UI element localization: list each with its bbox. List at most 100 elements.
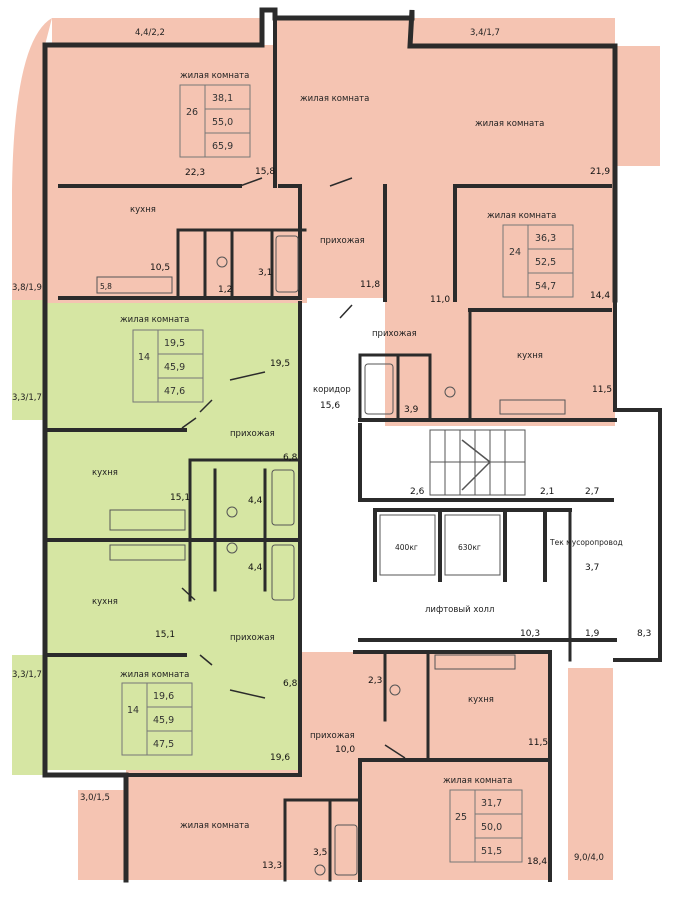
apt26-area-3: 65,9 — [212, 141, 233, 152]
apt14l-hall-area: 6,8 — [283, 679, 298, 689]
apt25-living2-area: 13,3 — [262, 861, 282, 871]
balcony-top-left — [52, 18, 262, 45]
apt24-fill — [385, 46, 615, 426]
apt25-kitchen-area: 11,5 — [528, 738, 548, 748]
apt26-living2-area: 15,8 — [255, 167, 275, 177]
balcony-left-green-upper — [12, 300, 45, 420]
apt24-area-3: 54,7 — [535, 281, 556, 292]
apt25-fill-b — [126, 770, 300, 880]
apt26-hall-label: прихожая — [320, 236, 365, 246]
corridor-area: 15,6 — [320, 401, 340, 411]
corridor-label: коридор — [313, 385, 351, 395]
apt14l-bath-area: 4,4 — [248, 563, 263, 573]
lift2-label: 630кг — [458, 543, 481, 552]
apt14l-kitchen-label: кухня — [92, 597, 118, 607]
balcony-bottom-left-label: 3,0/1,5 — [80, 793, 110, 803]
apt14l-area-2: 45,9 — [153, 715, 174, 726]
apt14u-area-1: 19,5 — [164, 338, 185, 349]
apt26-area-table — [179, 84, 251, 158]
apt26-living1-label: жилая комната — [180, 71, 249, 81]
apt14u-living-area: 19,5 — [270, 359, 290, 369]
balcony-top-right — [412, 18, 615, 46]
apt14-upper-labels: жилая комната 14 19,5 45,9 47,6 19,5 при… — [92, 315, 298, 506]
apt14u-area-3: 47,6 — [164, 386, 185, 397]
apt25-fill-a — [300, 652, 550, 880]
apt24-kitchen-area: 11,5 — [592, 385, 612, 395]
apt25-hall-label: прихожая — [310, 731, 355, 741]
lift-hall-label: лифтовый холл — [425, 605, 494, 615]
lift1-label: 400кг — [395, 543, 418, 552]
apt24-living1-label: жилая комната — [475, 119, 544, 129]
balcony-left-mid-label: 3,3/1,7 — [12, 393, 42, 403]
apt14l-number: 14 — [127, 705, 139, 716]
apt26-area-1: 38,1 — [212, 93, 233, 104]
apt14l-kitchen-area: 15,1 — [155, 630, 175, 640]
apt14-upper-fill — [45, 303, 300, 543]
apt24-area-table — [502, 224, 574, 298]
apt26-area-2: 55,0 — [212, 117, 233, 128]
apt25-living2-label: жилая комната — [180, 821, 249, 831]
apt24-living2-area: 14,4 — [590, 291, 610, 301]
apt24-area-1: 36,3 — [535, 233, 556, 244]
balcony-top-left-label: 4,4/2,2 — [135, 28, 165, 38]
apt25-area-1: 31,7 — [481, 798, 502, 809]
apt14u-living-label: жилая комната — [120, 315, 189, 325]
apt24-number: 24 — [509, 247, 521, 258]
apt26-kitchen-label: кухня — [130, 205, 156, 215]
apt14l-area-1: 19,6 — [153, 691, 174, 702]
apt26-fixture-note: 5,8 — [100, 282, 112, 291]
apt14u-hall-area: 6,8 — [283, 453, 298, 463]
apt26-fill — [45, 45, 307, 303]
apt14l-hall-label: прихожая — [230, 633, 275, 643]
small-area: 1,9 — [585, 629, 600, 639]
balcony-top-right-label: 3,4/1,7 — [470, 28, 500, 38]
garbage-area: 3,7 — [585, 563, 599, 573]
apt24-labels: жилая комната 21,9 жилая комната 24 36,3… — [372, 119, 612, 415]
apt14u-number: 14 — [138, 352, 150, 363]
apt25-number: 25 — [455, 812, 467, 823]
walls — [42, 7, 662, 883]
balcony-left-lower-label: 3,3/1,7 — [12, 670, 42, 680]
apt26-hall-area: 11,8 — [360, 280, 380, 290]
apt14u-bath-area: 4,4 — [248, 496, 263, 506]
apt14l-living-label: жилая комната — [120, 670, 189, 680]
balcony-bottom-left — [78, 790, 126, 880]
balcony-right-strip — [615, 46, 660, 166]
apt25-hall-area: 10,0 — [335, 745, 355, 755]
balcony-labels: 4,4/2,2 3,4/1,7 3,8/1,9 3,3/1,7 3,3/1,7 … — [12, 28, 604, 863]
apt25-living1-label: жилая комната — [443, 776, 512, 786]
apt25-area-2: 50,0 — [481, 822, 502, 833]
doors — [181, 177, 406, 759]
apt25-living1-area: 18,4 — [527, 857, 547, 867]
balcony-bottom-right-label: 9,0/4,0 — [574, 853, 604, 863]
balcony-corner-curve — [12, 18, 52, 300]
apt25-area-table — [449, 789, 523, 863]
apt24-living2-label: жилая комната — [487, 211, 556, 221]
apt24-hall-label: прихожая — [372, 329, 417, 339]
apt14l-area-3: 47,5 — [153, 739, 174, 750]
apt24-kitchen-label: кухня — [517, 351, 543, 361]
apt26-labels: жилая комната 26 38,1 55,0 65,9 22,3 жил… — [100, 71, 380, 295]
common-labels: коридор 15,6 2,6 2,1 2,7 400кг 630кг Тек… — [313, 385, 651, 639]
apt14l-living-area: 19,6 — [270, 753, 290, 763]
apt26-number: 26 — [186, 107, 198, 118]
apt24-living1-area: 21,9 — [590, 167, 610, 177]
apt24-hall-area: 11,0 — [430, 295, 450, 305]
apt14l-area-table — [121, 682, 193, 756]
apt24-bath-area: 3,9 — [404, 405, 419, 415]
apt25-bath-area: 3,5 — [313, 848, 327, 858]
apt26-kitchen-area: 10,5 — [150, 263, 170, 273]
apt26-living1-area: 22,3 — [185, 168, 205, 178]
apt25-wc-area: 2,3 — [368, 676, 382, 686]
apt14u-kitchen-label: кухня — [92, 468, 118, 478]
apt14u-area-2: 45,9 — [164, 362, 185, 373]
balcony-bottom-right — [568, 668, 613, 880]
stair-right-area: 2,7 — [585, 487, 599, 497]
lift-hall-area: 10,3 — [520, 629, 540, 639]
apt26-wc-area: 1,2 — [218, 285, 232, 295]
lift-shafts — [379, 514, 501, 576]
apt14u-hall-label: прихожая — [230, 429, 275, 439]
apt14u-area-table — [132, 329, 204, 403]
balcony-left-green-lower — [12, 655, 45, 775]
